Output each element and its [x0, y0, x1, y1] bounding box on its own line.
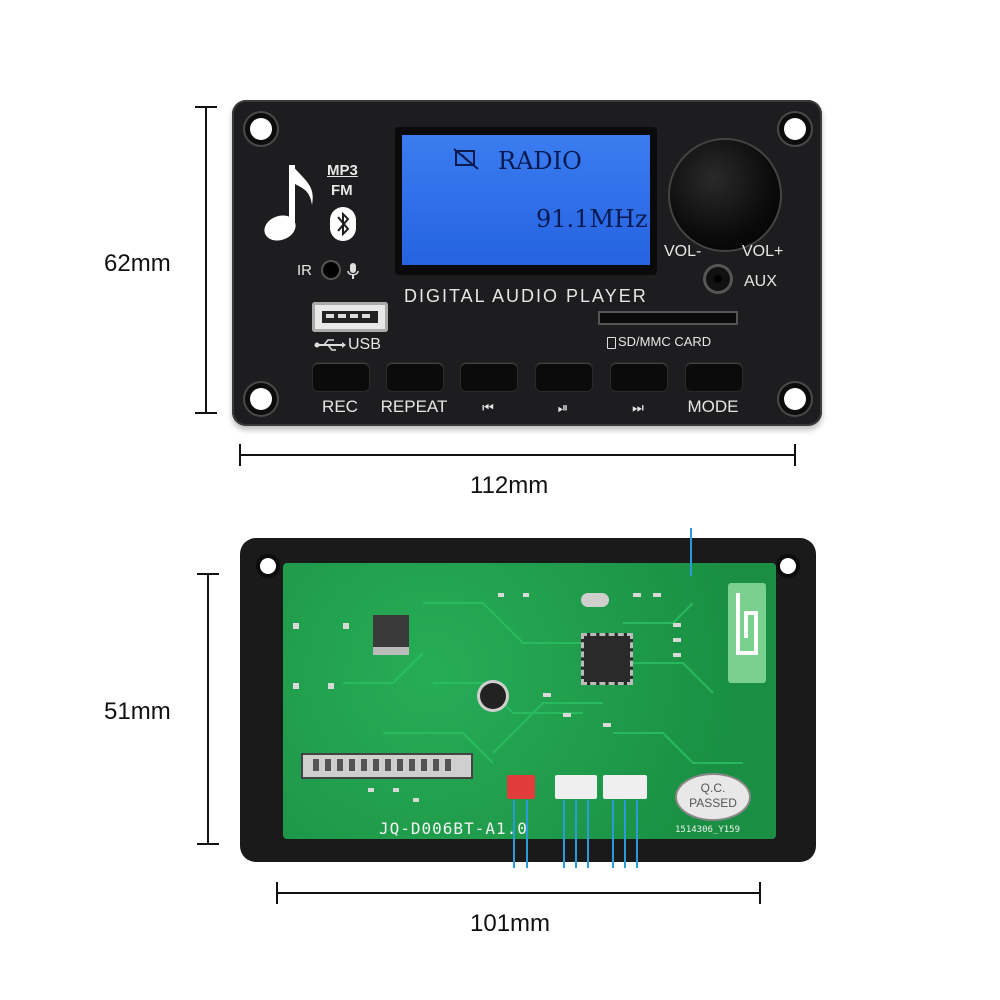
lcd-line1: RADIO [498, 147, 582, 175]
qc-sticker: Q.C. PASSED [675, 773, 751, 821]
front-width-label: 112mm [470, 472, 549, 499]
bluetooth-antenna [728, 583, 766, 683]
mount-hole-tl [250, 118, 272, 140]
next-label: ⏭ [632, 400, 644, 415]
usb-label: USB [348, 336, 381, 353]
sd-card-slot[interactable] [598, 311, 738, 325]
back-hole-tl [260, 558, 276, 574]
lead-line [563, 800, 565, 868]
lead-line [624, 800, 626, 868]
radio-signal-icon [453, 148, 479, 170]
back-width-label: 101mm [470, 910, 551, 937]
mode-button[interactable] [686, 363, 742, 391]
lead-line [612, 800, 614, 868]
qc-line1: Q.C. [700, 781, 726, 795]
usb-port[interactable] [312, 302, 388, 332]
lead-line [526, 800, 528, 868]
microphone-icon [347, 263, 359, 279]
panel-title: DIGITAL AUDIO PLAYER [404, 286, 648, 306]
pcb-board: Q.C. PASSED 1514306_Y159 JQ-D006BT-A1.0 [283, 563, 776, 839]
crystal-oscillator [581, 593, 609, 607]
mount-hole-tr [784, 118, 806, 140]
mount-hole-bl [250, 388, 272, 410]
pcb-traces [293, 593, 743, 802]
repeat-button[interactable] [387, 363, 443, 391]
usb-icon [314, 339, 346, 351]
rec-button[interactable] [313, 363, 369, 391]
sd-card-icon [607, 337, 616, 349]
card-label: SD/MMC CARD [618, 334, 712, 349]
aux-label: AUX [744, 273, 777, 290]
lead-line [636, 800, 638, 868]
logo-fm: FM [331, 182, 353, 199]
front-height-tick-top [195, 106, 217, 108]
back-height-tick-top [197, 573, 219, 575]
electrolytic-capacitor [480, 683, 506, 709]
back-height-label: 51mm [104, 698, 171, 725]
serial-label: 1514306_Y159 [675, 825, 741, 835]
vol-minus-label: VOL- [664, 243, 702, 260]
audio-connector-left [555, 775, 597, 799]
qc-line2: PASSED [689, 796, 737, 810]
mode-label: MODE [687, 397, 739, 416]
sd-slot-back [301, 753, 473, 779]
volume-knob[interactable] [670, 140, 780, 250]
next-button[interactable] [611, 363, 667, 391]
prev-label: ⏮ [482, 400, 494, 415]
back-width-tick-left [276, 882, 278, 904]
back-height-tick-bottom [197, 843, 219, 845]
audio-connector-right [603, 775, 647, 799]
back-width-tick-right [759, 882, 761, 904]
rec-label: REC [322, 397, 358, 416]
play-pause-label: ⏯ [557, 400, 569, 415]
bluetooth-icon [330, 207, 356, 241]
back-width-line [277, 892, 761, 894]
voltage-regulator [373, 615, 409, 655]
lcd-screen: RADIO 91.1MHz [402, 135, 650, 265]
power-connector [507, 775, 535, 799]
front-width-tick-right [794, 444, 796, 466]
music-note-icon [264, 165, 313, 241]
play-pause-button[interactable] [536, 363, 592, 391]
back-height-line [207, 574, 209, 844]
front-height-tick-bottom [195, 412, 217, 414]
lead-line [587, 800, 589, 868]
lead-line [513, 800, 515, 868]
back-hole-tr [780, 558, 796, 574]
front-height-label: 62mm [104, 250, 171, 277]
ir-label: IR [297, 262, 312, 279]
repeat-label: REPEAT [380, 397, 448, 416]
lead-line [690, 528, 692, 576]
mount-hole-br [784, 388, 806, 410]
front-width-line [240, 454, 796, 456]
aux-jack[interactable] [706, 267, 730, 291]
lcd-line2: 91.1MHz [536, 205, 648, 233]
logo-mp3: MP3 [327, 162, 358, 179]
front-width-tick-left [239, 444, 241, 466]
main-ic-chip [581, 633, 633, 685]
vol-plus-label: VOL+ [742, 243, 784, 260]
ir-sensor [323, 262, 339, 278]
front-height-line [205, 106, 207, 414]
model-label: JQ-D006BT-A1.0 [379, 819, 528, 838]
prev-button[interactable] [461, 363, 517, 391]
lead-line [575, 800, 577, 868]
